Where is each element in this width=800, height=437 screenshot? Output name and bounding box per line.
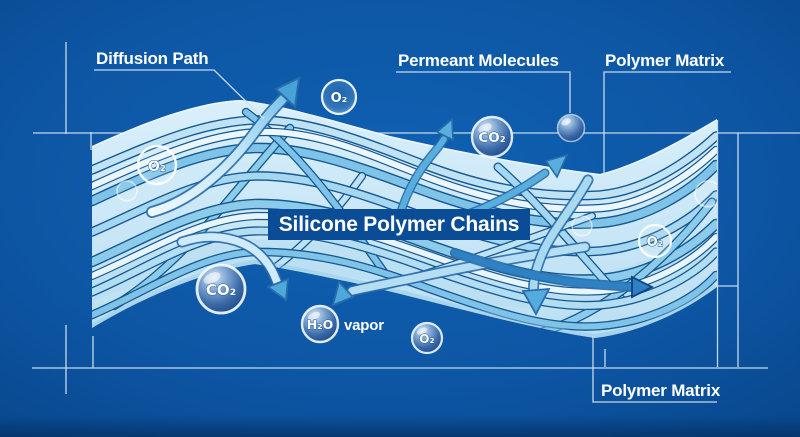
polymer-matrix-bottom-label: Polymer Matrix <box>601 381 721 400</box>
sphere <box>556 113 586 143</box>
polymer-strands <box>92 100 717 338</box>
bubble <box>637 223 673 259</box>
o2-molecule-top: O₂ <box>320 78 358 116</box>
leader-diffusion-path <box>94 69 265 120</box>
o2-label: O₂ <box>419 332 434 346</box>
leader-polymer-matrix-top <box>603 71 731 175</box>
specular-highlight <box>307 311 321 321</box>
leader-permeant-molecules <box>396 71 571 113</box>
specular-highlight <box>478 123 492 133</box>
arrow-down-right <box>521 174 594 316</box>
o2-molecule-membrane-right: O₂ <box>637 223 673 259</box>
arrowhead <box>631 275 655 299</box>
arrowhead <box>521 287 551 316</box>
diffusion-arrow-main <box>146 76 301 218</box>
o2-molecule-lower: O₂ <box>410 321 444 355</box>
permeant-molecules-label: Permeant Molecules <box>398 51 559 70</box>
molecules: O₂ CO₂ O₂ O₂ CO₂ H₂O vap <box>116 78 673 355</box>
leader-polymer-matrix-bottom <box>592 336 717 403</box>
co2-molecule-upper: CO₂ <box>470 115 514 159</box>
polymer-matrix-top-label: Polymer Matrix <box>605 51 725 70</box>
specular-highlight <box>416 327 428 335</box>
o2-label: O₂ <box>148 159 166 175</box>
polymer-strand <box>92 198 717 285</box>
blueprint-lines <box>32 42 768 403</box>
h2o-label: H₂O <box>307 317 334 332</box>
o2-label: O₂ <box>331 91 348 106</box>
h2o-molecule: H₂O vapor <box>300 304 384 344</box>
polymer-strand <box>92 142 717 229</box>
co2-label: CO₂ <box>478 130 505 146</box>
arrowhead <box>331 280 355 307</box>
vapor-label: vapor <box>344 317 384 334</box>
faint-bubble <box>571 215 593 237</box>
arrow-down-left <box>176 231 290 302</box>
permeant-molecule-sphere <box>556 113 586 143</box>
arrowhead <box>435 117 454 142</box>
faint-bubble <box>116 180 138 202</box>
silicone-polymer-chains-label: Silicone Polymer Chains <box>279 213 519 236</box>
specular-highlight <box>203 272 221 284</box>
polymer-strand <box>92 115 717 201</box>
silicone-polymer-chains-callout: Silicone Polymer Chains <box>268 209 530 240</box>
o2-molecule-membrane-left: O₂ <box>136 144 178 186</box>
faint-bubble <box>694 180 717 208</box>
arrowhead <box>266 277 290 302</box>
polymer-membrane <box>92 100 717 338</box>
polymer-strand <box>92 127 717 214</box>
bubble <box>320 78 358 116</box>
diffusion-arrows <box>146 76 655 316</box>
arrow-up-left <box>393 117 454 227</box>
specular-highlight <box>561 118 571 126</box>
co2-molecule-lower: CO₂ <box>195 263 247 315</box>
diffusion-path-label: Diffusion Path <box>96 49 208 68</box>
arrow-right <box>450 248 655 299</box>
diagram-labels: Diffusion Path Permeant Molecules Polyme… <box>96 49 725 400</box>
label-box <box>268 209 530 240</box>
co2-label: CO₂ <box>206 281 236 299</box>
bubble <box>136 144 178 186</box>
polymer-strand <box>92 247 717 331</box>
arrowhead <box>274 76 301 110</box>
arrowhead <box>544 153 569 179</box>
o2-label: O₂ <box>647 235 664 250</box>
